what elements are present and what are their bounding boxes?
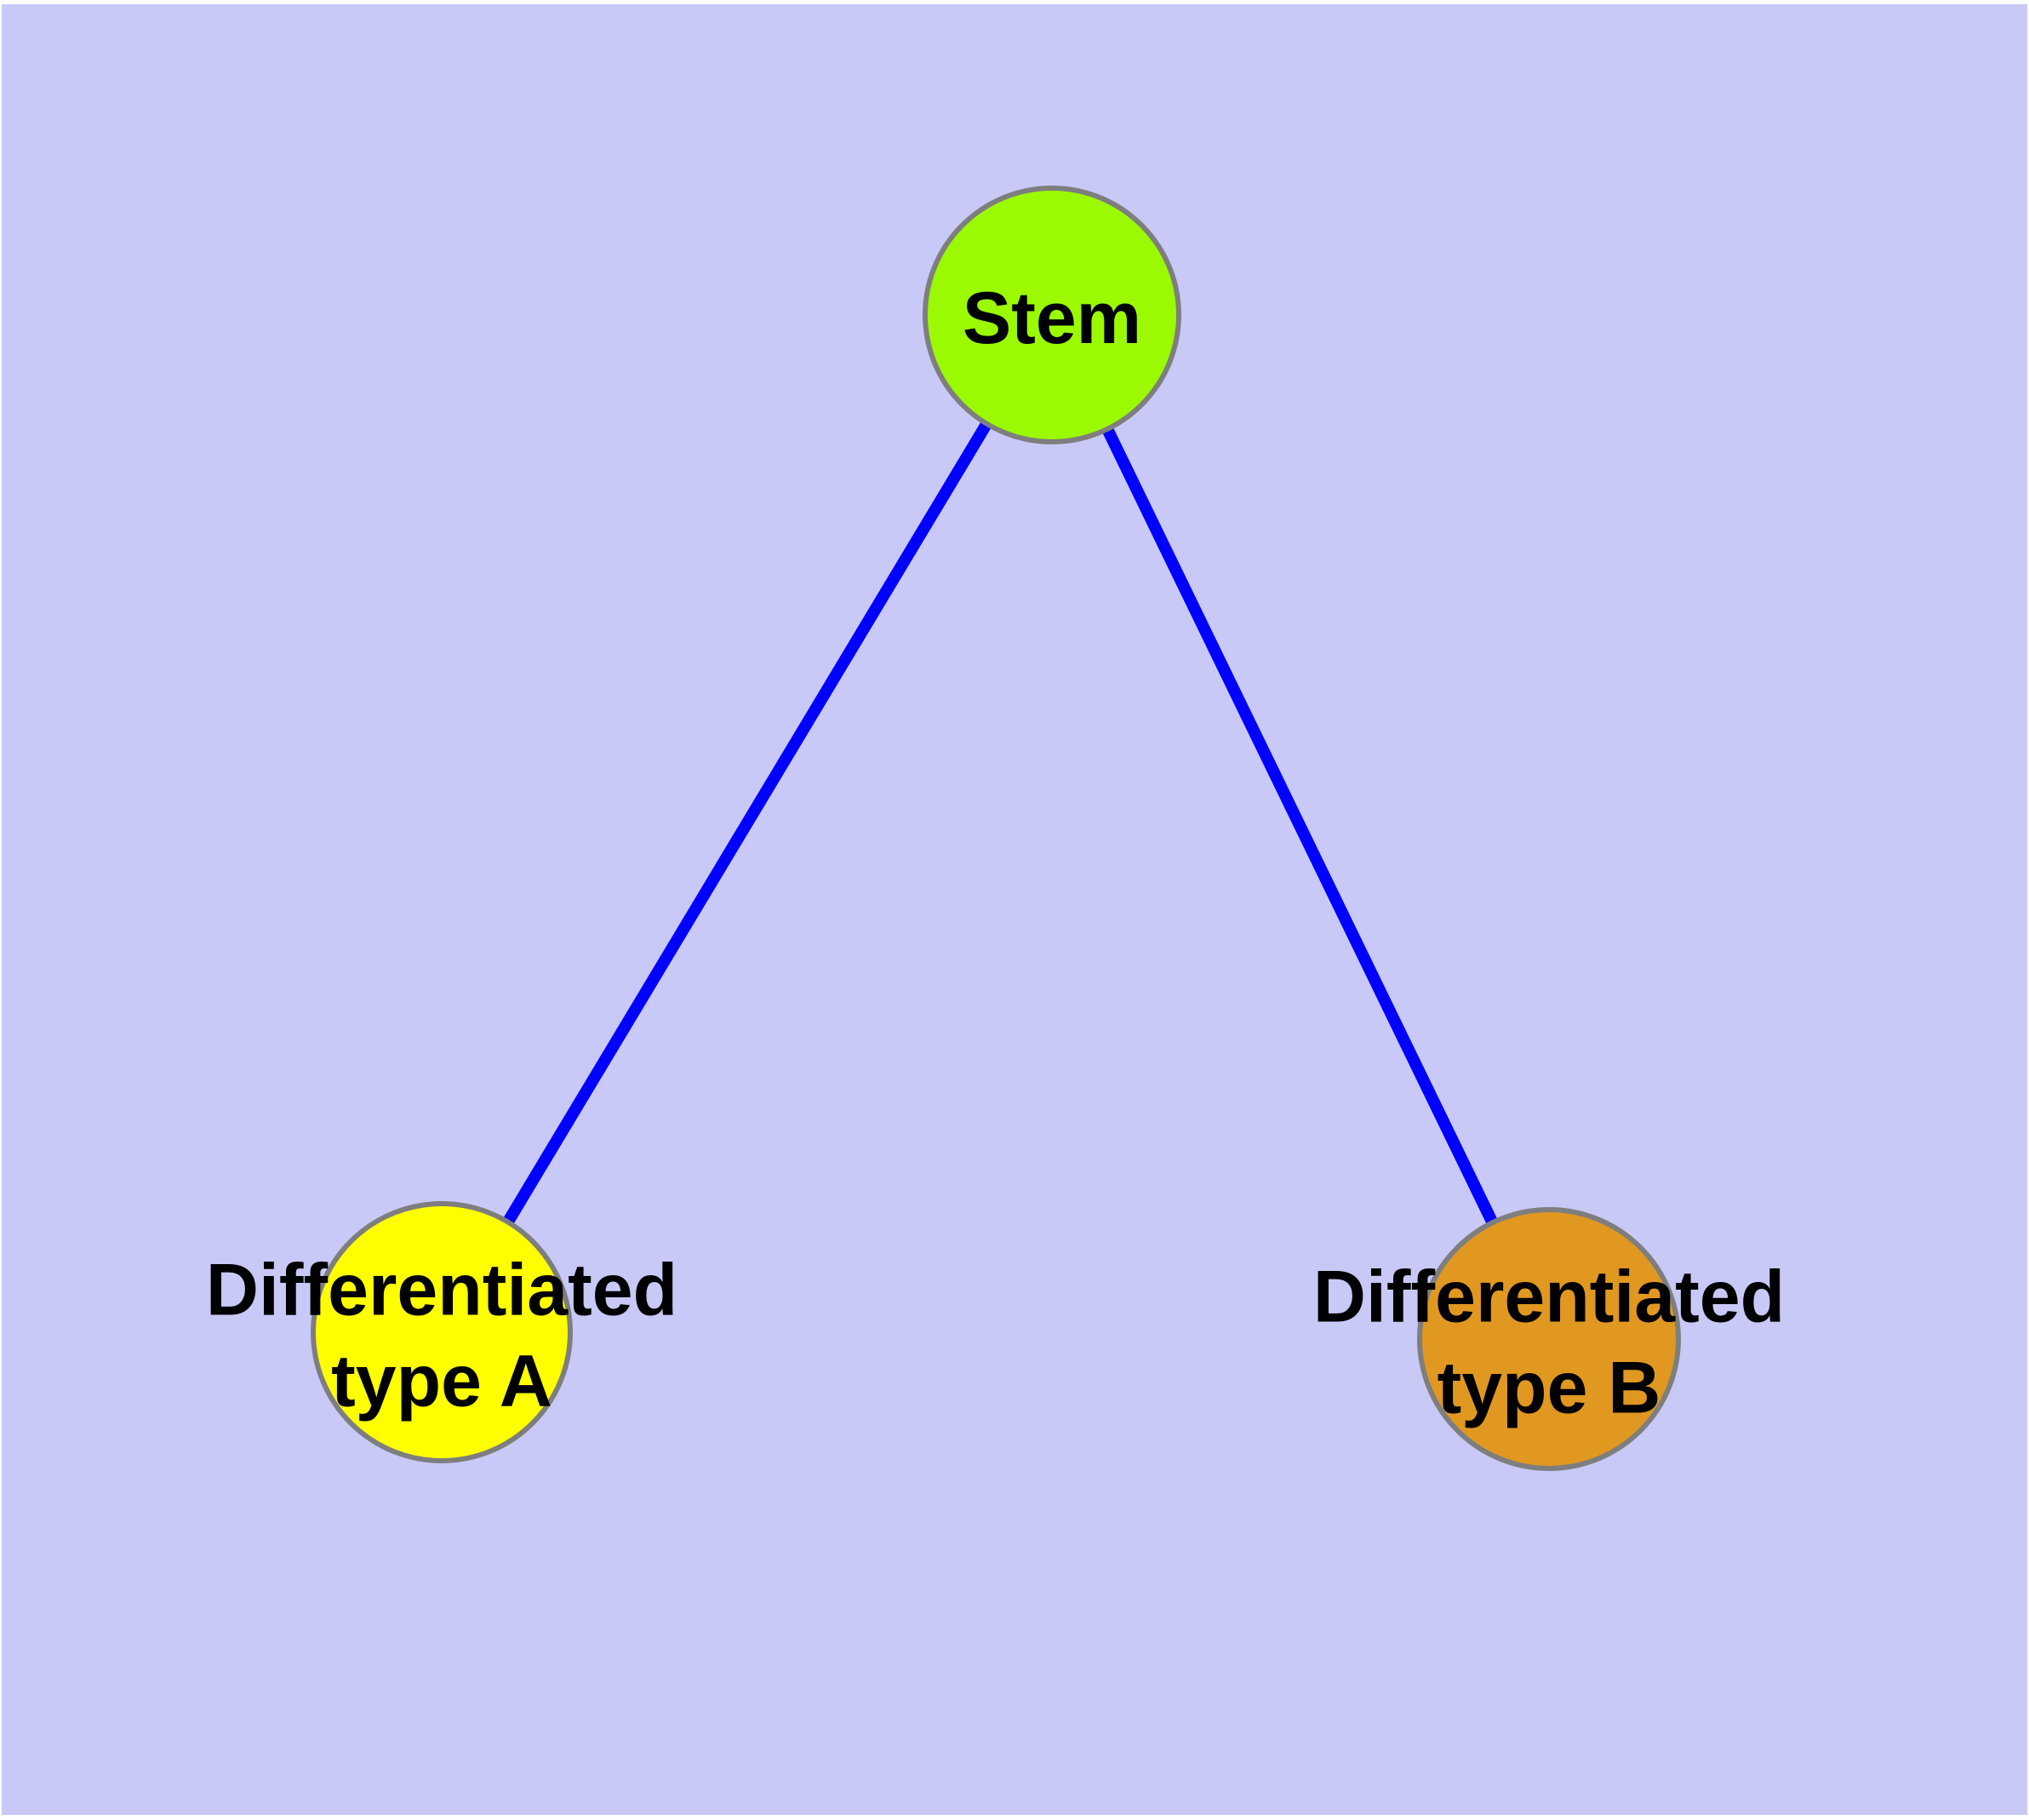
- edge-stem-typeB: [1046, 312, 1555, 1342]
- edge-stem-typeA: [436, 312, 1058, 1336]
- node-typeB-circle: [1417, 1207, 1681, 1471]
- node-stem-label: Stem: [963, 278, 1141, 359]
- nodes-layer: [311, 186, 1681, 1471]
- node-typeA-label-line-1: Differentiated: [206, 1250, 677, 1331]
- node-typeB-label-line-1: Differentiated: [1313, 1256, 1785, 1338]
- edges-layer: [436, 312, 1555, 1342]
- node-typeA-label: Differentiated type A: [206, 1250, 677, 1422]
- node-typeA-circle: [311, 1201, 573, 1463]
- node-typeB-label: Differentiated type B: [1313, 1256, 1785, 1429]
- node-typeB-label-line-2: type B: [1437, 1348, 1661, 1429]
- node-stem-label-line-1: Stem: [963, 278, 1141, 359]
- node-stem-circle: [923, 186, 1181, 444]
- node-typeA-label-line-2: type A: [331, 1341, 552, 1422]
